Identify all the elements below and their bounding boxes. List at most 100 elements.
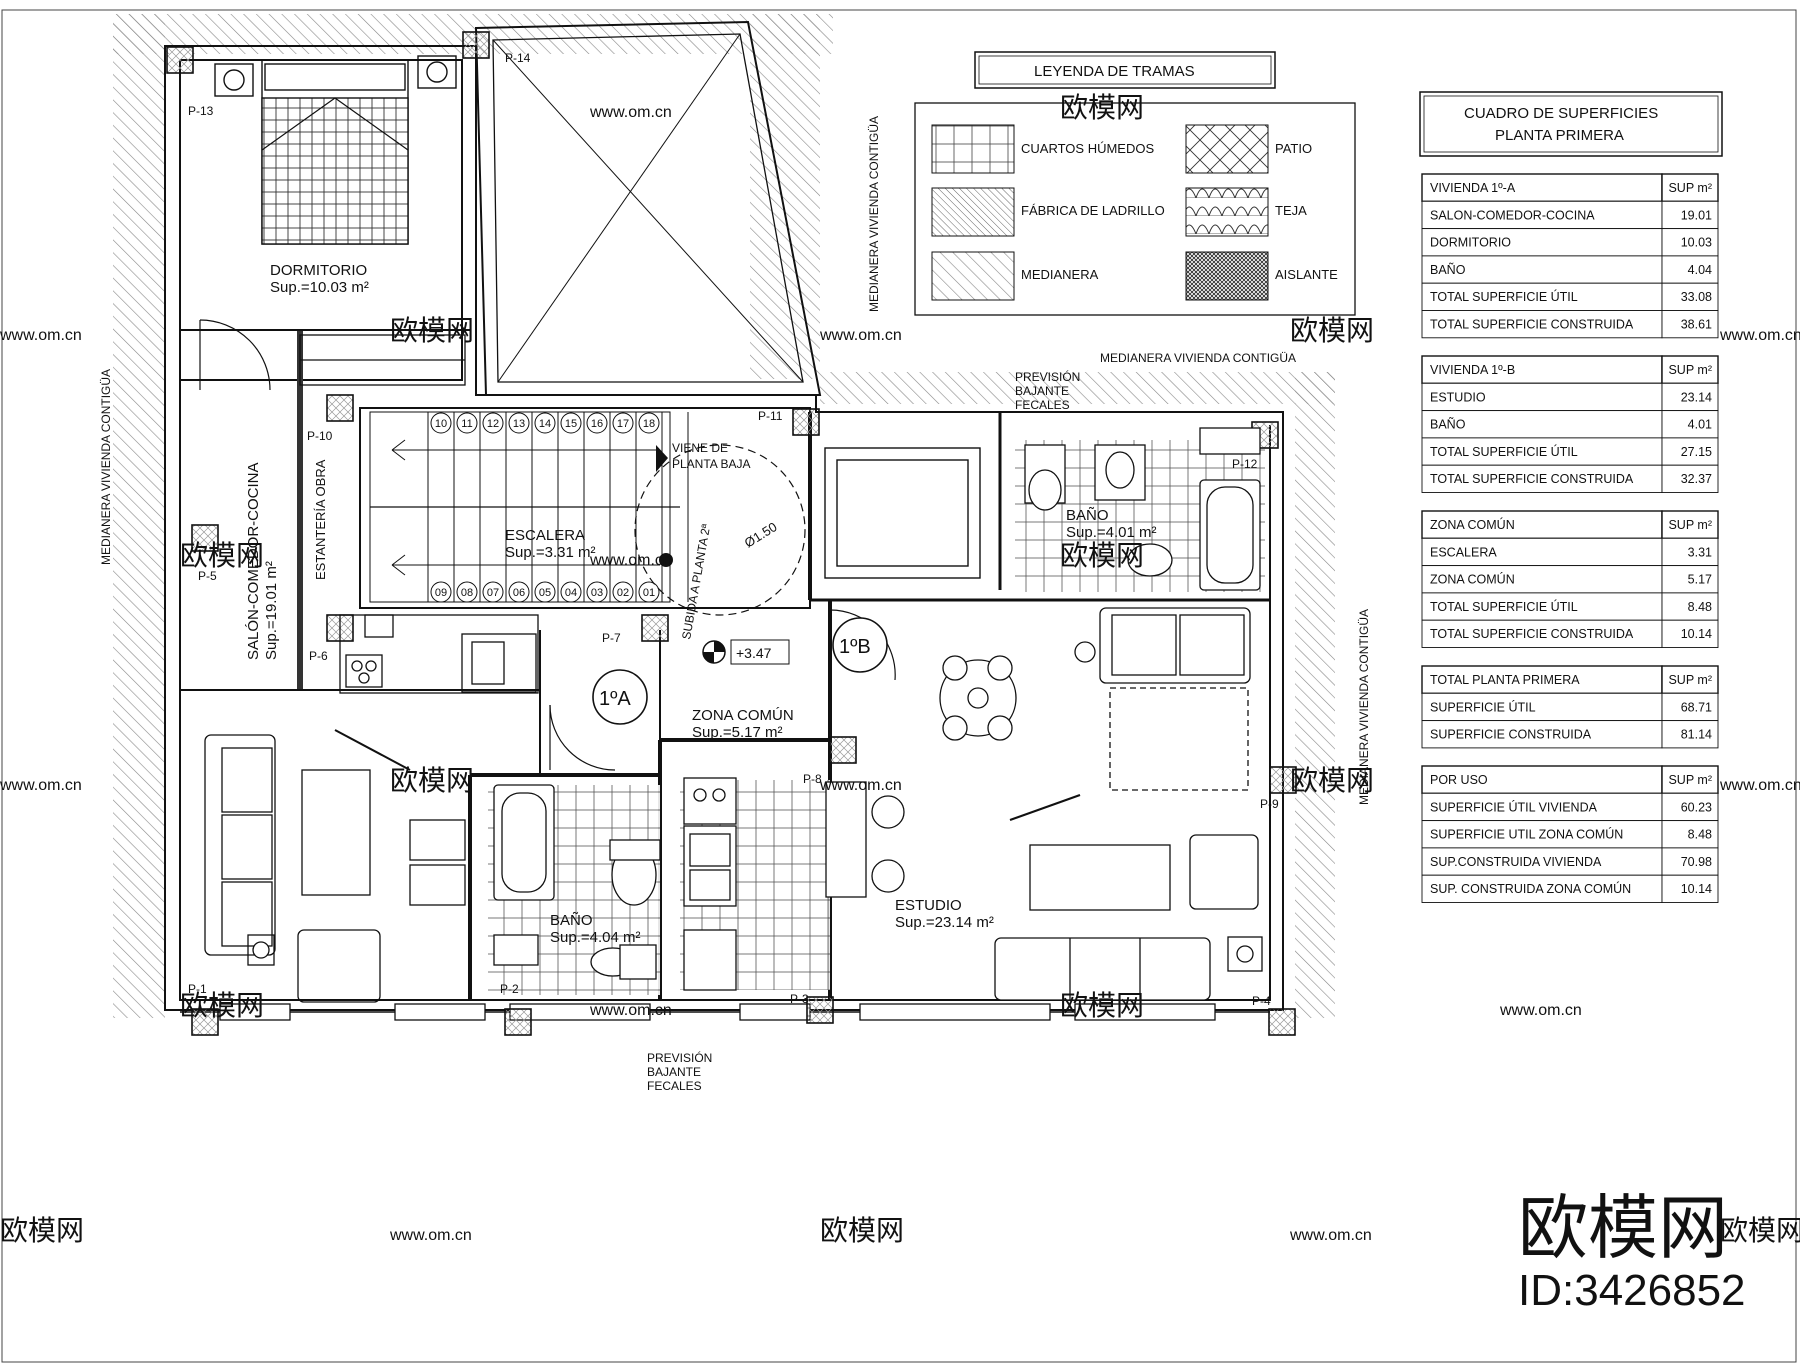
kitchen-counter [339, 614, 539, 694]
table-row-value: 38.61 [1681, 318, 1712, 332]
room-salon-name: SALÓN-COMEDOR-COCINA [245, 462, 262, 660]
table-row-label: SALON-COMEDOR-COCINA [1430, 208, 1595, 222]
medianera-upper: MEDIANERA VIVIENDA CONTIGÜA [867, 116, 881, 312]
pillar-label: P-8 [803, 772, 822, 786]
table-row-label: ESCALERA [1430, 545, 1497, 559]
watermark-tile: www.om.cn [589, 1002, 672, 1019]
watermark-tile: www.om.cn [819, 777, 902, 794]
table-row-label: SUPERFICIE UTIL ZONA COMÚN [1430, 827, 1623, 842]
legend [914, 51, 1356, 316]
table-unit-header: SUP m² [1668, 181, 1712, 195]
prevision-top-2: BAJANTE [1015, 384, 1069, 398]
watermark-tile: www.om.cn [1289, 1227, 1372, 1244]
viene-label-2: PLANTA BAJA [672, 457, 750, 471]
watermark-tile: 欧模网 [1720, 1215, 1800, 1246]
table-row-value: 10.03 [1681, 236, 1712, 250]
text-layer: DORMITORIO Sup.=10.03 m² SALÓN-COMEDOR-C… [99, 63, 1746, 1315]
pillar-label: P-7 [602, 631, 621, 645]
table-row-value: 3.31 [1688, 545, 1712, 559]
step-marker [482, 581, 504, 603]
room-escalera-sup: Sup.=3.31 m² [505, 544, 595, 561]
step-marker [612, 412, 634, 434]
watermark-tile: www.om.cn [389, 1227, 472, 1244]
table-row-value: 68.71 [1681, 700, 1712, 714]
step-number: 09 [435, 587, 447, 599]
prevision-top-3: FECALES [1015, 398, 1070, 412]
watermark-tile: 欧模网 [180, 990, 264, 1021]
step-number: 16 [591, 418, 603, 430]
watermark-tile: 欧模网 [1060, 540, 1144, 571]
bathroom-a-fixtures [493, 784, 661, 980]
watermark-tile: www.om.cn [589, 552, 672, 569]
step-number: 18 [643, 418, 655, 430]
legend-item-cuartos: CUARTOS HÚMEDOS [1021, 141, 1154, 156]
table-row-value: 10.14 [1681, 882, 1712, 896]
windows [219, 1003, 1216, 1021]
table-row-label: BAÑO [1430, 418, 1466, 432]
unit-b-label: 1ºB [839, 636, 871, 658]
step-number: 07 [487, 587, 499, 599]
step-marker [456, 412, 478, 434]
watermark-tile: www.om.cn [0, 327, 82, 344]
table-unit-header: SUP m² [1668, 518, 1712, 532]
table-row-label: BAÑO [1430, 263, 1466, 277]
table-header: VIVIENDA 1º-A [1430, 181, 1516, 195]
viene-label-1: VIENE DE [672, 441, 728, 455]
table-row-label: SUP. CONSTRUIDA ZONA COMÚN [1430, 881, 1631, 896]
stair-arrow [656, 445, 668, 472]
pillar-p-11: P-11 [758, 408, 820, 436]
pillar-label: P-6 [309, 649, 328, 663]
surfaces-tables: VIVIENDA 1º-A SUP m² SALON-COMEDOR-COCINA 1… [1419, 91, 1723, 903]
watermark-tile: 欧模网 [1290, 315, 1374, 346]
watermark-tile: www.om.cn [1719, 327, 1800, 344]
step-marker [534, 581, 556, 603]
estanteria-label: ESTANTERÍA OBRA [313, 459, 328, 580]
table-row-value: 70.98 [1681, 855, 1712, 869]
table-row-value: 4.04 [1688, 263, 1712, 277]
pillar-label: P-11 [758, 409, 783, 423]
pillar-p-5: P-5 [191, 524, 219, 583]
kitchenette-b [683, 777, 905, 991]
table-row-value: 8.48 [1688, 600, 1712, 614]
step-marker [638, 581, 660, 603]
step-marker [612, 581, 634, 603]
table-unit-header: SUP m² [1668, 673, 1712, 687]
table-row-value: 5.17 [1688, 573, 1712, 587]
step-number: 02 [617, 587, 629, 599]
room-bano-a-name: BAÑO [550, 912, 593, 929]
room-bano-b-sup: Sup.=4.01 m² [1066, 524, 1156, 541]
pillar-p-1: P-1 [188, 982, 219, 1036]
table-header: VIVIENDA 1º-B [1430, 363, 1515, 377]
table-row-label: ESTUDIO [1430, 390, 1486, 404]
party-walls [113, 14, 1335, 1044]
watermark-tile: 欧模网 [1060, 92, 1144, 123]
elevator-box [824, 447, 981, 579]
watermark-tile: www.om.cn [1499, 1002, 1582, 1019]
table-row-label: SUP.CONSTRUIDA VIVIENDA [1430, 855, 1602, 869]
step-marker [534, 412, 556, 434]
room-bano-b-name: BAÑO [1066, 507, 1109, 524]
step-number: 17 [617, 418, 629, 430]
step-number: 14 [539, 418, 551, 430]
pillar-label: P-4 [1252, 994, 1271, 1008]
pillar-label: P-13 [188, 104, 214, 118]
medianera-right: MEDIANERA VIVIENDA CONTIGÜA [1357, 609, 1371, 805]
table-row-value: 32.37 [1681, 472, 1712, 486]
subida-label: SUBIDA A PLANTA 2ª [679, 522, 713, 640]
pillar-label: P-5 [198, 569, 217, 583]
room-dormitorio-name: DORMITORIO [270, 262, 367, 279]
surfaces-title-1: CUADRO DE SUPERFICIES [1464, 105, 1658, 122]
table-row-value: 8.48 [1688, 828, 1712, 842]
table-row-value: 10.14 [1681, 627, 1712, 641]
watermark-tile: www.om.cn [589, 104, 672, 121]
watermark-tile: 欧模网 [180, 540, 264, 571]
legend-item-aislante: AISLANTE [1275, 267, 1338, 282]
step-number: 08 [461, 587, 473, 599]
step-marker [560, 581, 582, 603]
unit-markers [592, 617, 888, 725]
